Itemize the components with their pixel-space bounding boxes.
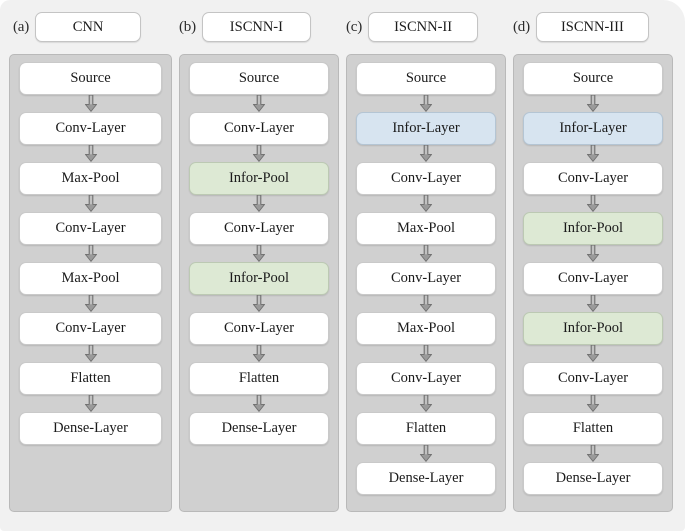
flow-node-conv-layer[interactable]: Conv-Layer <box>356 362 496 395</box>
flow-node-conv-layer[interactable]: Conv-Layer <box>523 362 663 395</box>
panel-index-d: (d) <box>513 18 530 35</box>
arrow-down-icon <box>19 95 162 112</box>
arrow-down-icon <box>19 145 162 162</box>
flow-node-source[interactable]: Source <box>523 62 663 95</box>
arrow-down-icon <box>19 395 162 412</box>
arrow-down-icon <box>356 245 496 262</box>
flow-node-infor-pool[interactable]: Infor-Pool <box>523 312 663 345</box>
arrow-down-icon <box>189 95 329 112</box>
flow-node-source[interactable]: Source <box>189 62 329 95</box>
panel-header-row: (a) CNN (b) ISCNN-I (c) ISCNN-II (d) ISC… <box>0 7 685 47</box>
flow-node-infor-pool[interactable]: Infor-Pool <box>189 162 329 195</box>
arrow-down-icon <box>189 345 329 362</box>
panel-title-iscnn-2[interactable]: ISCNN-II <box>368 12 479 42</box>
flow-node-conv-layer[interactable]: Conv-Layer <box>523 162 663 195</box>
flow-node-conv-layer[interactable]: Conv-Layer <box>19 212 162 245</box>
flow-node-dense-layer[interactable]: Dense-Layer <box>189 412 329 445</box>
arrow-down-icon <box>19 195 162 212</box>
arrow-down-icon <box>523 245 663 262</box>
arrow-down-icon <box>19 295 162 312</box>
flow-node-source[interactable]: Source <box>356 62 496 95</box>
flow-node-conv-layer[interactable]: Conv-Layer <box>19 112 162 145</box>
panel-index-a: (a) <box>13 18 30 35</box>
arrow-down-icon <box>356 395 496 412</box>
arrow-down-icon <box>356 95 496 112</box>
flow-node-flatten[interactable]: Flatten <box>189 362 329 395</box>
panel-title-iscnn-3[interactable]: ISCNN-III <box>535 12 649 42</box>
flow-node-dense-layer[interactable]: Dense-Layer <box>19 412 162 445</box>
flow-node-flatten[interactable]: Flatten <box>356 412 496 445</box>
flow-node-infor-layer[interactable]: Infor-Layer <box>523 112 663 145</box>
arrow-down-icon <box>523 445 663 462</box>
flow-node-infor-layer[interactable]: Infor-Layer <box>356 112 496 145</box>
flow-node-conv-layer[interactable]: Conv-Layer <box>189 312 329 345</box>
panel-index-b: (b) <box>179 18 196 35</box>
flow-node-conv-layer[interactable]: Conv-Layer <box>523 262 663 295</box>
flow-node-max-pool[interactable]: Max-Pool <box>19 262 162 295</box>
arrow-down-icon <box>189 145 329 162</box>
arrow-down-icon <box>19 245 162 262</box>
panel-header-d: (d) ISCNN-III <box>513 7 680 47</box>
arrow-down-icon <box>356 145 496 162</box>
flow-node-conv-layer[interactable]: Conv-Layer <box>189 212 329 245</box>
arrow-down-icon <box>189 195 329 212</box>
arrow-down-icon <box>356 445 496 462</box>
flow-node-flatten[interactable]: Flatten <box>523 412 663 445</box>
flow-node-source[interactable]: Source <box>19 62 162 95</box>
arrow-down-icon <box>356 295 496 312</box>
flow-node-conv-layer[interactable]: Conv-Layer <box>189 112 329 145</box>
arrow-down-icon <box>356 345 496 362</box>
arrow-down-icon <box>189 245 329 262</box>
flow-node-conv-layer[interactable]: Conv-Layer <box>356 162 496 195</box>
arrow-down-icon <box>523 295 663 312</box>
arrow-down-icon <box>523 145 663 162</box>
panel-title-cnn[interactable]: CNN <box>35 12 142 42</box>
arrow-down-icon <box>189 295 329 312</box>
panel-header-c: (c) ISCNN-II <box>346 7 513 47</box>
flow-node-conv-layer[interactable]: Conv-Layer <box>19 312 162 345</box>
arrow-down-icon <box>523 395 663 412</box>
flow-node-dense-layer[interactable]: Dense-Layer <box>356 462 496 495</box>
flow-node-max-pool[interactable]: Max-Pool <box>356 212 496 245</box>
arrow-down-icon <box>523 345 663 362</box>
flow-node-flatten[interactable]: Flatten <box>19 362 162 395</box>
arrow-down-icon <box>189 395 329 412</box>
arrow-down-icon <box>19 345 162 362</box>
flow-node-infor-pool[interactable]: Infor-Pool <box>189 262 329 295</box>
arrow-down-icon <box>523 195 663 212</box>
panel-header-a: (a) CNN <box>0 7 179 47</box>
panel-index-c: (c) <box>346 18 363 35</box>
arrow-down-icon <box>356 195 496 212</box>
flow-node-dense-layer[interactable]: Dense-Layer <box>523 462 663 495</box>
flow-node-max-pool[interactable]: Max-Pool <box>19 162 162 195</box>
arrow-down-icon <box>523 95 663 112</box>
flow-node-infor-pool[interactable]: Infor-Pool <box>523 212 663 245</box>
panel-title-iscnn-1[interactable]: ISCNN-I <box>201 12 311 42</box>
flow-node-max-pool[interactable]: Max-Pool <box>356 312 496 345</box>
flow-node-conv-layer[interactable]: Conv-Layer <box>356 262 496 295</box>
panel-header-b: (b) ISCNN-I <box>179 7 346 47</box>
